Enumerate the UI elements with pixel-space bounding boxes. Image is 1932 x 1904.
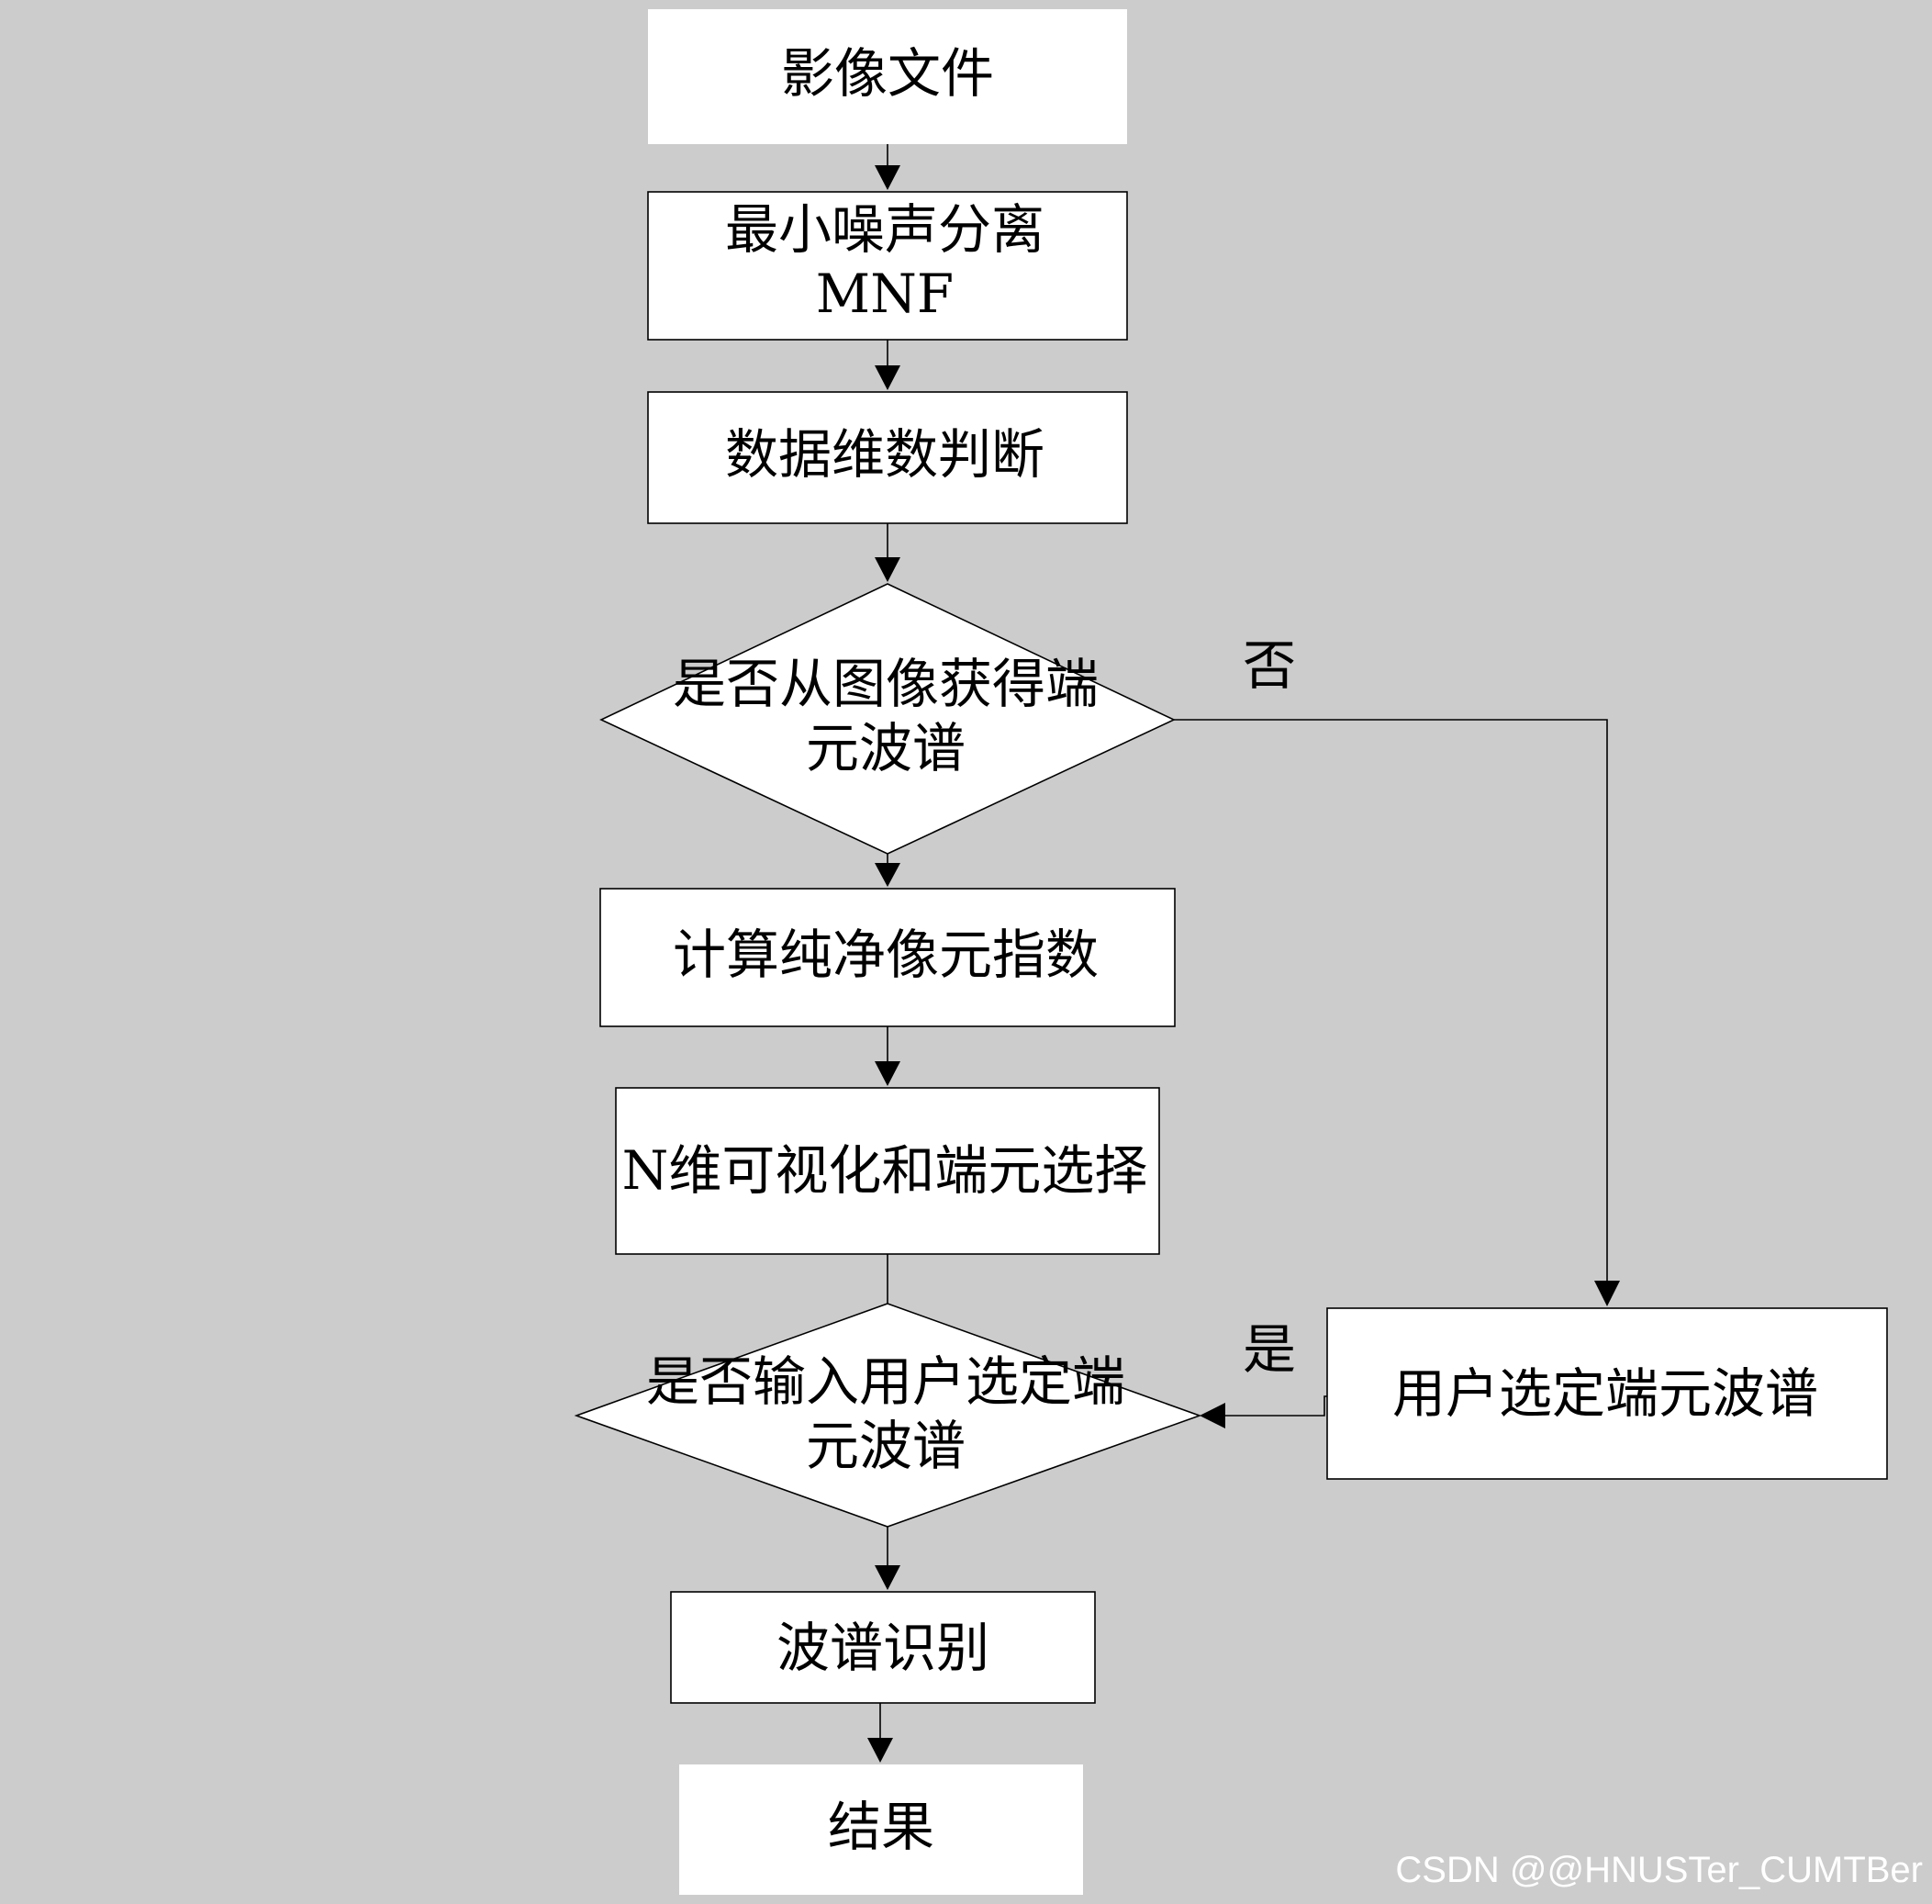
arrow-decision1-no-to-user (1594, 1281, 1620, 1306)
decision-user-input-line2: 元波谱 (806, 1415, 966, 1477)
edge-decision1-no-to-user (1174, 719, 1608, 1281)
mnf-label-line2: MNF (816, 263, 954, 325)
result-box (679, 1764, 1083, 1895)
image-file-label: 影像文件 (781, 42, 994, 105)
decision-from-image-line1: 是否从图像获得端 (673, 653, 1099, 715)
decision-from-image-line2: 元波谱 (806, 717, 966, 779)
mnf-label-line1: 最小噪声分离 (725, 198, 1044, 261)
dim-judge-label: 数据维数判断 (725, 423, 1044, 486)
edge-user-yes-to-decision2 (1225, 1395, 1327, 1417)
nd-visual-label: N维可视化和端元选择 (622, 1139, 1148, 1202)
mnf-box (647, 191, 1128, 341)
arrow-ppi-to-ndvis (875, 1061, 900, 1086)
node-nd-visual: N维可视化和端元选择 (615, 1087, 1160, 1255)
node-spectral-id: 波谱识别 (670, 1591, 1096, 1704)
arrow-decision2-to-specid (875, 1565, 900, 1590)
spectral-id-box (670, 1591, 1096, 1704)
decision-user-input-line1: 是否输入用户选定端 (646, 1350, 1125, 1413)
result-label: 结果 (828, 1796, 934, 1858)
node-dim-judge: 数据维数判断 (647, 391, 1128, 524)
decision-from-image-diamond (599, 583, 1176, 855)
image-file-box (648, 9, 1127, 144)
node-ppi: 计算纯净像元指数 (599, 888, 1176, 1027)
spectral-id-label: 波谱识别 (776, 1617, 989, 1679)
ppi-box (599, 888, 1176, 1027)
node-image-file: 影像文件 (648, 9, 1127, 144)
ppi-label: 计算纯净像元指数 (673, 924, 1099, 986)
connectors (867, 144, 1620, 1763)
watermark-text: CSDN @@HNUSTer_CUMTBer (1395, 1850, 1923, 1890)
edge-label-yes: 是 (1243, 1318, 1296, 1381)
nd-visual-box (615, 1087, 1160, 1255)
user-spectra-box (1326, 1307, 1888, 1480)
user-spectra-label: 用户选定端元波谱 (1392, 1362, 1818, 1425)
arrow-decision1-to-ppi (875, 863, 900, 887)
arrow-specid-to-result (867, 1738, 893, 1763)
edge-label-no: 否 (1243, 634, 1296, 697)
decision-user-input-diamond (574, 1303, 1202, 1528)
arrow-mnf-to-dim (875, 365, 900, 390)
node-result: 结果 (679, 1764, 1083, 1895)
node-decision-from-image: 是否从图像获得端 元波谱 (599, 583, 1176, 855)
node-user-spectra: 用户选定端元波谱 (1326, 1307, 1888, 1480)
arrow-file-to-mnf (875, 165, 900, 190)
arrow-user-yes-to-decision2 (1200, 1403, 1225, 1428)
node-decision-user-input: 是否输入用户选定端 元波谱 (574, 1303, 1202, 1528)
dim-judge-box (647, 391, 1128, 524)
node-mnf: 最小噪声分离 MNF (647, 191, 1128, 341)
arrow-dim-to-decision1 (875, 557, 900, 582)
